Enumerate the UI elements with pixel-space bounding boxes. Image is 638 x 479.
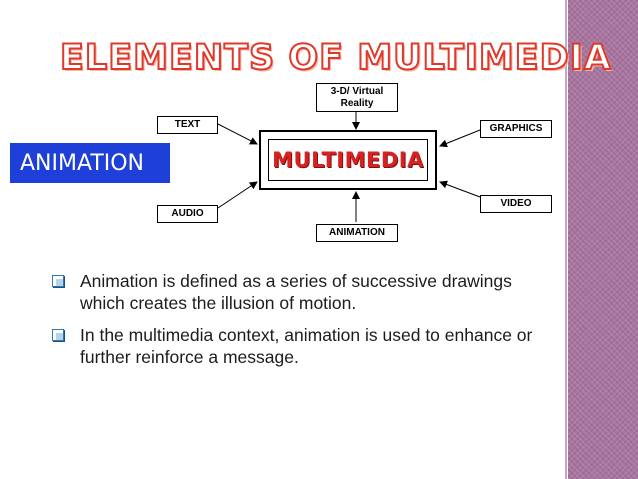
center-inner-frame: MULTIMEDIA xyxy=(268,139,428,181)
arrow-graphics xyxy=(439,129,481,148)
bullet-list: Animation is defined as a series of succ… xyxy=(52,270,542,378)
sidebar-divider xyxy=(565,0,567,479)
center-label: MULTIMEDIA xyxy=(272,148,424,172)
bullet-text: In the multimedia context, animation is … xyxy=(80,325,533,367)
node-vr: 3-D/ Virtual Reality xyxy=(316,83,398,112)
center-frame: MULTIMEDIA xyxy=(259,130,437,190)
square-bullet-icon xyxy=(52,275,64,287)
decorative-sidebar xyxy=(568,0,638,479)
slide-title: ELEMENTS OF MULTIMEDIA xyxy=(59,37,612,79)
node-video: VIDEO xyxy=(480,195,552,213)
node-text: TEXT xyxy=(157,116,218,134)
square-bullet-icon xyxy=(52,329,64,341)
bullet-text: Animation is defined as a series of succ… xyxy=(80,271,512,313)
node-animation: ANIMATION xyxy=(316,224,398,242)
arrow-video xyxy=(439,180,481,198)
list-item: In the multimedia context, animation is … xyxy=(52,324,542,368)
topic-banner: ANIMATION xyxy=(10,143,170,183)
arrow-text xyxy=(217,123,258,145)
node-audio: AUDIO xyxy=(157,205,218,223)
arrow-audio xyxy=(217,181,258,209)
node-graphics: GRAPHICS xyxy=(480,120,552,138)
list-item: Animation is defined as a series of succ… xyxy=(52,270,542,314)
